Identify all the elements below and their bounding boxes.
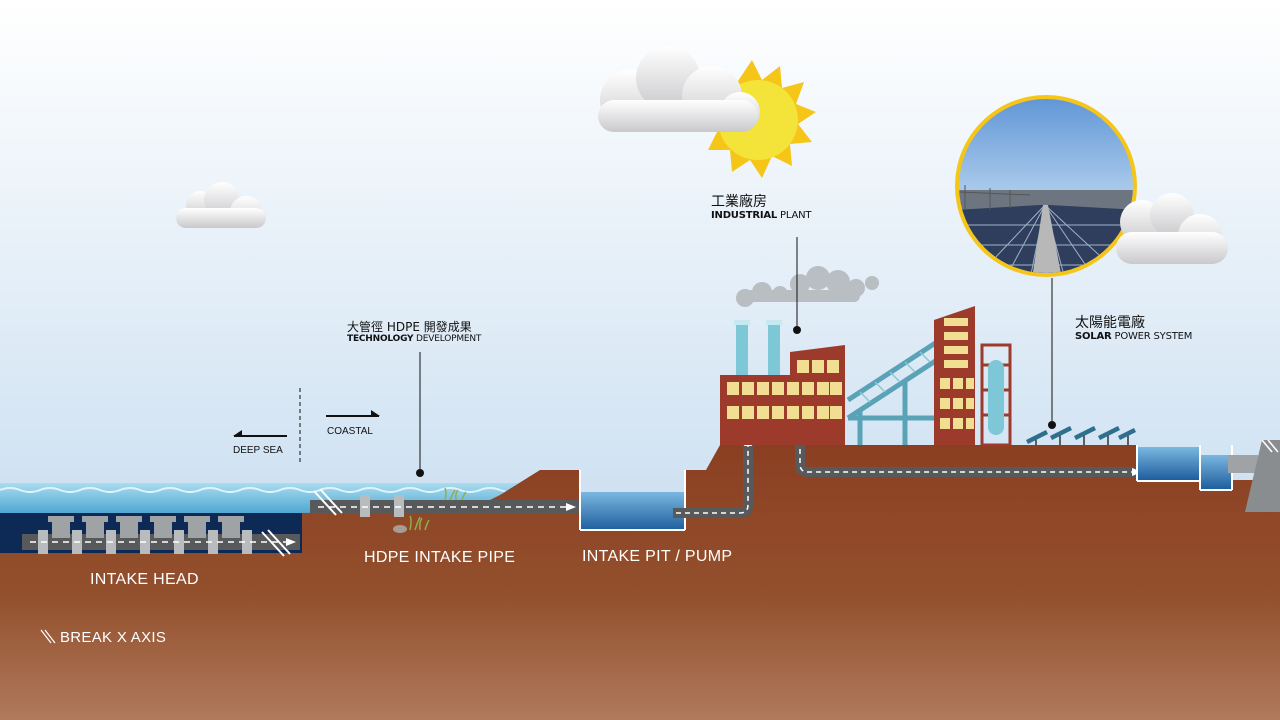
solar-power-cn: 太陽能電廠 [1075, 315, 1192, 331]
solar-power-en-rest: POWER SYSTEM [1112, 331, 1193, 342]
industrial-plant-en-rest: PLANT [777, 210, 811, 221]
intake-pit-pump-label: INTAKE PIT / PUMP [582, 548, 732, 566]
technology-label: 大管徑 HDPE 開發成果 TECHNOLOGY DEVELOPMENT [347, 320, 481, 345]
industrial-plant-cn: 工業廠房 [711, 194, 811, 210]
industrial-plant-label: 工業廠房 INDUSTRIAL PLANT [711, 194, 811, 222]
break-x-axis-label: BREAK X AXIS [60, 629, 166, 646]
technology-en-rest: DEVELOPMENT [413, 334, 481, 344]
technology-cn: 大管徑 HDPE 開發成果 [347, 320, 481, 334]
intake-head-label: INTAKE HEAD [90, 571, 199, 589]
industrial-plant-en-bold: INDUSTRIAL [711, 210, 777, 221]
technology-en: TECHNOLOGY DEVELOPMENT [347, 334, 481, 345]
industrial-plant-en: INDUSTRIAL PLANT [711, 210, 811, 222]
hdpe-intake-pipe-label: HDPE INTAKE PIPE [364, 549, 515, 567]
solar-power-en: SOLAR POWER SYSTEM [1075, 331, 1192, 343]
solar-power-label: 太陽能電廠 SOLAR POWER SYSTEM [1075, 315, 1192, 343]
solar-power-en-bold: SOLAR [1075, 331, 1112, 342]
deep-sea-label: DEEP SEA [233, 445, 283, 456]
technology-en-bold: TECHNOLOGY [347, 334, 413, 344]
coastal-label: COASTAL [327, 426, 373, 437]
